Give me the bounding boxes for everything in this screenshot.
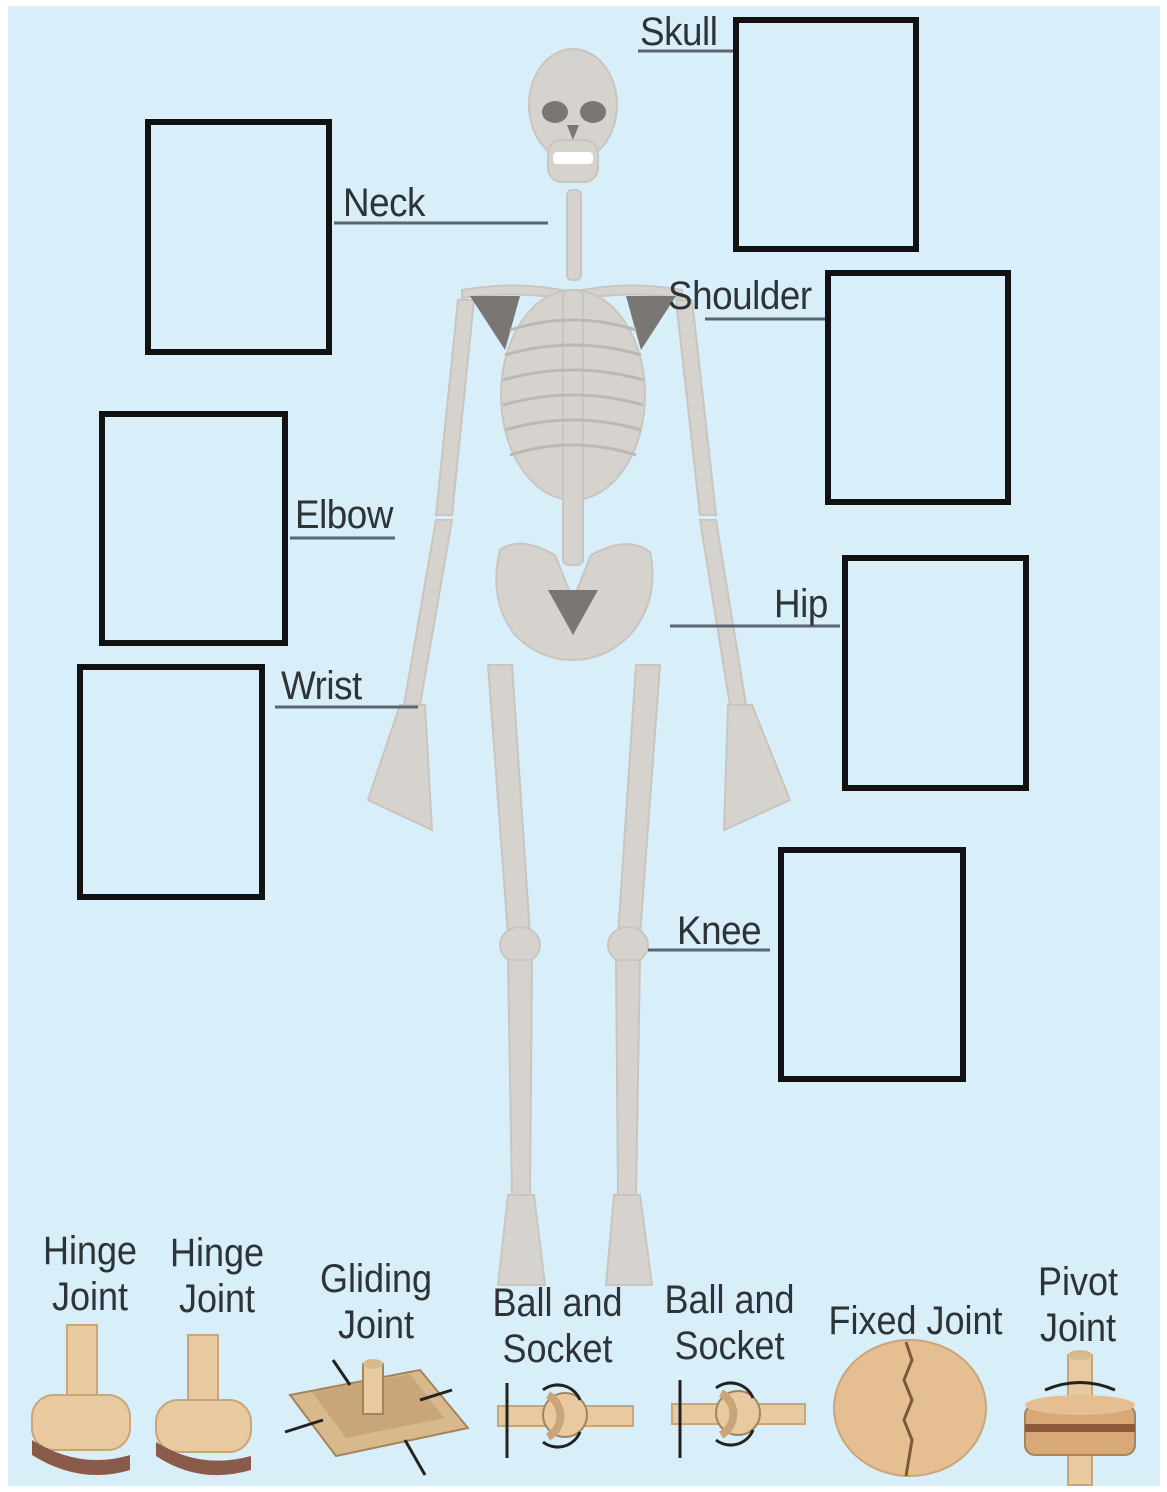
pivot-joint-icon: [1025, 1350, 1135, 1485]
hinge-joint-icon: [32, 1325, 130, 1475]
ball-socket-joint-icon: [672, 1380, 805, 1458]
ball-socket-joint-icon: [498, 1383, 633, 1458]
gliding-joint-icon: [285, 1359, 468, 1475]
hinge-joint-icon: [156, 1335, 251, 1475]
fixed-joint-icon: [834, 1340, 986, 1476]
